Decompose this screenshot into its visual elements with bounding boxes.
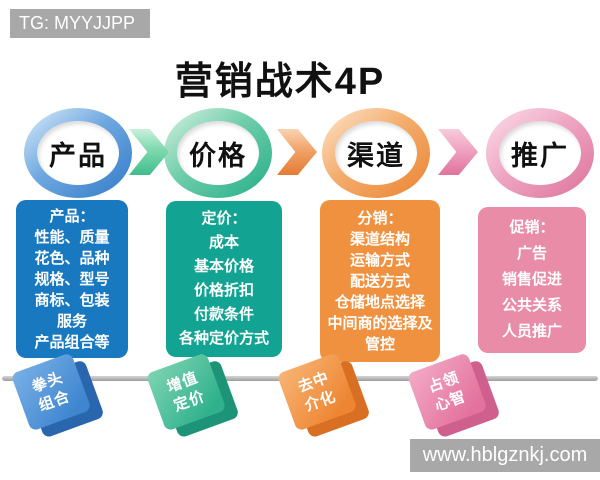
box-line: 销售促进 xyxy=(501,271,562,288)
box-line: 分销： xyxy=(357,209,403,227)
chevron-right-icon xyxy=(277,129,317,175)
box-line: 广告 xyxy=(516,245,547,262)
promotion-box: 促销： 广告 销售促进 公共关系 人员推广 xyxy=(478,207,586,353)
chevron-right-icon xyxy=(438,129,478,175)
box-line: 成本 xyxy=(208,234,239,251)
box-line: 花色、品种 xyxy=(34,249,110,267)
box-line: 定价： xyxy=(201,210,247,227)
circle-price: 价格 xyxy=(164,108,272,198)
price-box: 定价： 成本 基本价格 价格折扣 付款条件 各种定价方式 xyxy=(166,201,282,357)
watermark-badge: TG: MYYJJPP xyxy=(10,9,150,38)
circle-place: 渠道 xyxy=(322,108,430,198)
box-line: 基本价格 xyxy=(193,258,254,275)
box-line: 配送方式 xyxy=(349,272,410,290)
cube-promotion: 占领 心智 xyxy=(406,348,504,444)
product-box: 产品： 性能、质量 花色、品种 规格、型号 商标、包装 服务 产品组合等 xyxy=(16,200,128,358)
box-line: 付款条件 xyxy=(193,306,254,323)
circle-place-label: 渠道 xyxy=(347,140,405,171)
watermark-text: TG: MYYJJPP xyxy=(19,13,136,33)
chevron-right-icon xyxy=(129,129,169,175)
box-line: 产品组合等 xyxy=(34,333,110,351)
box-line: 商标、包装 xyxy=(34,291,110,309)
box-line: 促销： xyxy=(509,219,555,236)
box-line: 产品： xyxy=(49,207,95,225)
box-line: 仓储地点选择 xyxy=(334,293,425,311)
box-line: 人员推广 xyxy=(501,323,562,340)
box-line: 公共关系 xyxy=(501,297,562,314)
page-title: 营销战术4P xyxy=(174,61,386,103)
box-line: 服务 xyxy=(56,312,87,330)
box-line: 价格折扣 xyxy=(193,282,254,299)
circle-price-label: 价格 xyxy=(189,140,247,171)
box-line: 运输方式 xyxy=(349,251,410,269)
cube-price: 增值 定价 xyxy=(145,348,243,444)
website-bar: www.hblgznkj.com xyxy=(410,439,600,472)
box-line: 规格、型号 xyxy=(34,270,110,288)
circle-promotion: 推广 xyxy=(486,108,594,198)
place-box: 分销： 渠道结构 运输方式 配送方式 仓储地点选择 中间商的选择及 管控 xyxy=(320,200,440,362)
cube-product: 拳头 组合 xyxy=(10,348,108,444)
box-line: 渠道结构 xyxy=(349,230,410,248)
box-line: 管控 xyxy=(364,335,395,353)
box-line: 中间商的选择及 xyxy=(327,314,433,332)
box-line: 各种定价方式 xyxy=(178,330,269,347)
cube-place: 去中 介化 xyxy=(276,348,374,444)
circle-product: 产品 xyxy=(24,108,132,198)
website-url: www.hblgznkj.com xyxy=(422,444,588,466)
box-line: 性能、质量 xyxy=(34,228,110,246)
circle-product-label: 产品 xyxy=(49,140,107,171)
circle-promotion-label: 推广 xyxy=(511,140,569,171)
